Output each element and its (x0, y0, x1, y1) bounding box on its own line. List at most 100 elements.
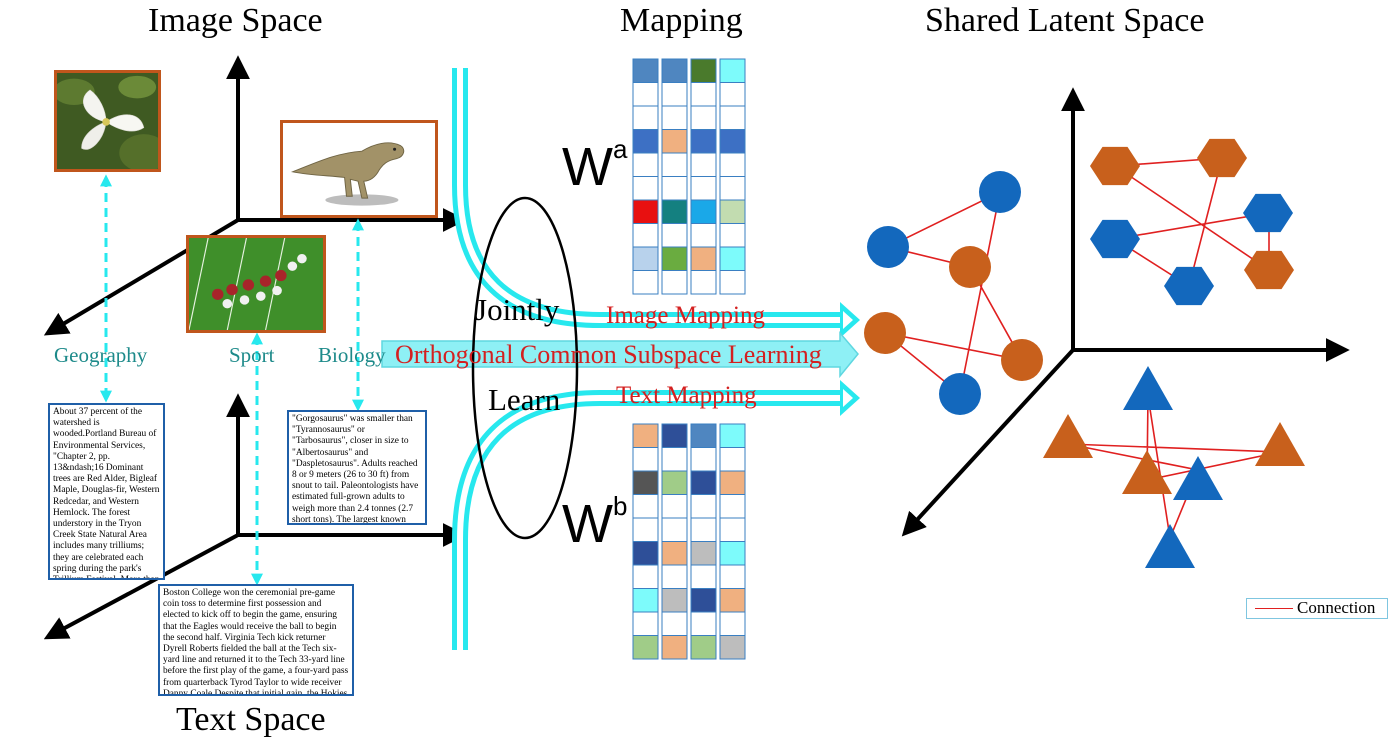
matrix-cell (632, 58, 659, 83)
matrix-cell (690, 176, 717, 201)
matrix-cell (690, 423, 717, 448)
matrix-cell (690, 129, 717, 154)
matrix-cell (661, 470, 688, 495)
matrix-cell (690, 588, 717, 613)
matrix-cell (632, 223, 659, 248)
wb-superscript: b (612, 491, 628, 521)
ocsl-band (381, 330, 859, 379)
biology-text-box: "Gorgosaurus" was smaller than "Tyrannos… (287, 410, 427, 525)
matrix-cell (719, 105, 746, 130)
matrix-cell (690, 105, 717, 130)
text-mapping-label: Text Mapping (616, 382, 757, 409)
circle-blue (867, 226, 909, 268)
matrix-cell (690, 494, 717, 519)
matrix-cell (661, 611, 688, 636)
matrix-cell (719, 223, 746, 248)
matrix-cell (719, 129, 746, 154)
matrix-cell (632, 635, 659, 660)
matrix-cell (690, 82, 717, 107)
hexagon-connections (1112, 157, 1270, 288)
matrix-cell (690, 447, 717, 472)
matrix-cell (632, 470, 659, 495)
matrix-cell (632, 447, 659, 472)
matrix-cell (690, 564, 717, 589)
wa-label: Wa (562, 136, 627, 197)
wb-base: W (562, 494, 613, 554)
image-mapping-label: Image Mapping (606, 302, 765, 329)
triangle-blue (1123, 366, 1173, 410)
ocsl-label: Orthogonal Common Subspace Learning (395, 340, 822, 369)
sport-label: Sport (229, 343, 275, 367)
circle-orange (949, 246, 991, 288)
triangle-connections (1067, 395, 1281, 541)
matrix-cell (719, 635, 746, 660)
matrix-cell (661, 246, 688, 271)
matrix-cell (690, 199, 717, 224)
matrix-cell (661, 270, 688, 295)
matrix-cell (719, 447, 746, 472)
triangle-orange (1255, 422, 1305, 466)
text-space-title: Text Space (176, 701, 326, 738)
matrix-cell (632, 270, 659, 295)
matrix-cell (632, 588, 659, 613)
jointly-label: Jointly (475, 292, 560, 327)
trillium-flower-illustration (57, 73, 158, 169)
biology-label: Biology (318, 343, 386, 367)
matrix-cell (690, 246, 717, 271)
matrix-cell (661, 541, 688, 566)
matrix-wb (632, 423, 746, 660)
circle-orange (864, 312, 906, 354)
hexagon-blue (1164, 266, 1214, 306)
matrix-cell (661, 199, 688, 224)
mapping-title: Mapping (620, 2, 743, 39)
geography-text-box: About 37 percent of the watershed is woo… (48, 403, 165, 580)
circle-cluster (864, 171, 1043, 415)
matrix-cell (632, 517, 659, 542)
circle-orange (1001, 339, 1043, 381)
matrix-cell (661, 58, 688, 83)
matrix-cell (719, 541, 746, 566)
image-mapping-pipe (452, 68, 860, 338)
flower-image (54, 70, 161, 172)
matrix-cell (632, 152, 659, 177)
matrix-cell (632, 541, 659, 566)
matrix-cell (690, 58, 717, 83)
matrix-wa (632, 58, 746, 295)
matrix-cell (632, 246, 659, 271)
text-mapping-pipe (452, 380, 860, 650)
matrix-cell (661, 494, 688, 519)
matrix-cell (690, 470, 717, 495)
matrix-cell (719, 199, 746, 224)
matrix-cell (690, 223, 717, 248)
image-space-title: Image Space (148, 2, 323, 39)
connection-legend-line (1255, 608, 1293, 609)
matrix-cell (632, 176, 659, 201)
matrix-cell (632, 199, 659, 224)
matrix-cell (632, 611, 659, 636)
matrix-cell (661, 635, 688, 660)
matrix-cell (719, 494, 746, 519)
dinosaur-illustration (283, 123, 435, 215)
shared-latent-space-title: Shared Latent Space (925, 2, 1205, 39)
matrix-cell (719, 82, 746, 107)
matrix-cell (661, 152, 688, 177)
matrix-cell (632, 564, 659, 589)
wb-label: Wb (562, 493, 627, 554)
matrix-cell (661, 588, 688, 613)
geography-label: Geography (54, 343, 148, 367)
matrix-cell (719, 517, 746, 542)
hexagon-orange (1244, 250, 1294, 290)
matrix-cell (632, 423, 659, 448)
hexagon-orange (1197, 138, 1247, 178)
matrix-cell (632, 82, 659, 107)
matrix-cell (719, 246, 746, 271)
matrix-cell (719, 176, 746, 201)
circle-blue (979, 171, 1021, 213)
wa-base: W (562, 137, 613, 197)
matrix-cell (719, 152, 746, 177)
triangle-blue (1173, 456, 1223, 500)
hexagon-blue (1243, 193, 1293, 233)
text-axis-z (43, 533, 239, 640)
